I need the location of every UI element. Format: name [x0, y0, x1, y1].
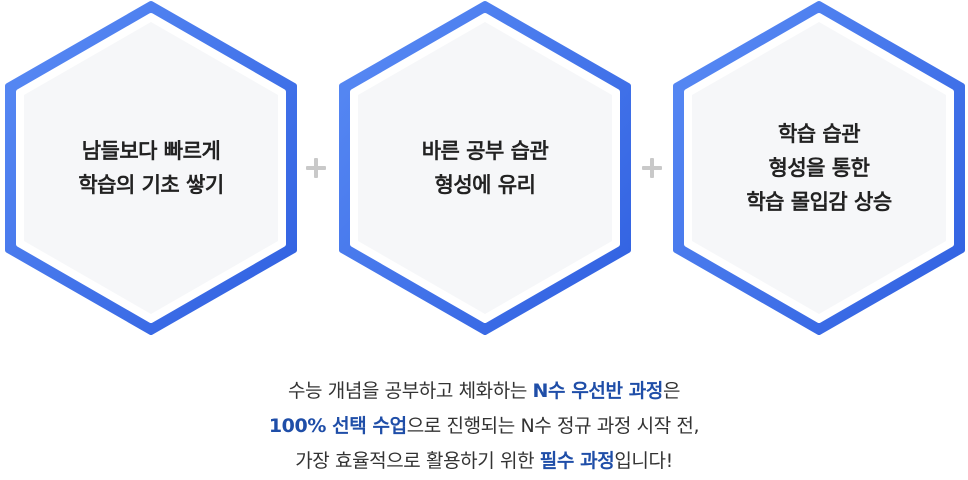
description-line-1: 수능 개념을 공부하고 체화하는 N수 우선반 과정은 [0, 374, 968, 409]
description-line-2-highlight: 100% 선택 수업 [268, 415, 407, 437]
hexagon-shape-1 [5, 1, 297, 335]
description-line-1-highlight: N수 우선반 과정 [532, 380, 664, 402]
plus-icon [640, 156, 664, 180]
feature-hexagon-1: 남들보다 빠르게 학습의 기초 쌓기 [2, 0, 300, 336]
description-line-3-text-a: 가장 효율적으로 활용하기 위한 [295, 450, 540, 472]
hexagon-2-text: 바른 공부 습관 형성에 유리 [336, 0, 634, 336]
description-line-2: 100% 선택 수업으로 진행되는 N수 정규 과정 시작 전, [0, 409, 968, 444]
hexagon-1-line-2: 학습의 기초 쌓기 [78, 173, 224, 197]
hexagon-3-line-2: 형성을 통한 [768, 156, 870, 180]
description-line-2-text-b: 으로 진행되는 N수 정규 과정 시작 전, [406, 415, 700, 437]
hexagon-3-line-3: 학습 몰입감 상승 [746, 190, 892, 214]
plus-icon [304, 156, 328, 180]
hexagon-3-text: 학습 습관 형성을 통한 학습 몰입감 상승 [670, 0, 968, 336]
hexagon-3-line-1: 학습 습관 [777, 122, 861, 146]
description-line-1-text-a: 수능 개념을 공부하고 체화하는 [287, 380, 533, 402]
hexagon-1-line-1: 남들보다 빠르게 [81, 139, 221, 163]
description-line-3-text-c: 입니다! [614, 450, 673, 472]
description-line-3-highlight: 필수 과정 [539, 450, 615, 472]
course-description: 수능 개념을 공부하고 체화하는 N수 우선반 과정은 100% 선택 수업으로… [0, 374, 968, 479]
feature-hexagon-3: 학습 습관 형성을 통한 학습 몰입감 상승 [670, 0, 968, 336]
description-line-1-text-c: 은 [662, 380, 681, 402]
hexagon-2-line-1: 바른 공부 습관 [421, 139, 549, 163]
description-line-3: 가장 효율적으로 활용하기 위한 필수 과정입니다! [0, 444, 968, 479]
hexagon-shape-2 [339, 1, 631, 335]
hexagon-1-text: 남들보다 빠르게 학습의 기초 쌓기 [2, 0, 300, 336]
hexagon-shape-3 [673, 1, 965, 335]
feature-hexagon-2: 바른 공부 습관 형성에 유리 [336, 0, 634, 336]
hexagon-2-line-2: 형성에 유리 [434, 173, 536, 197]
